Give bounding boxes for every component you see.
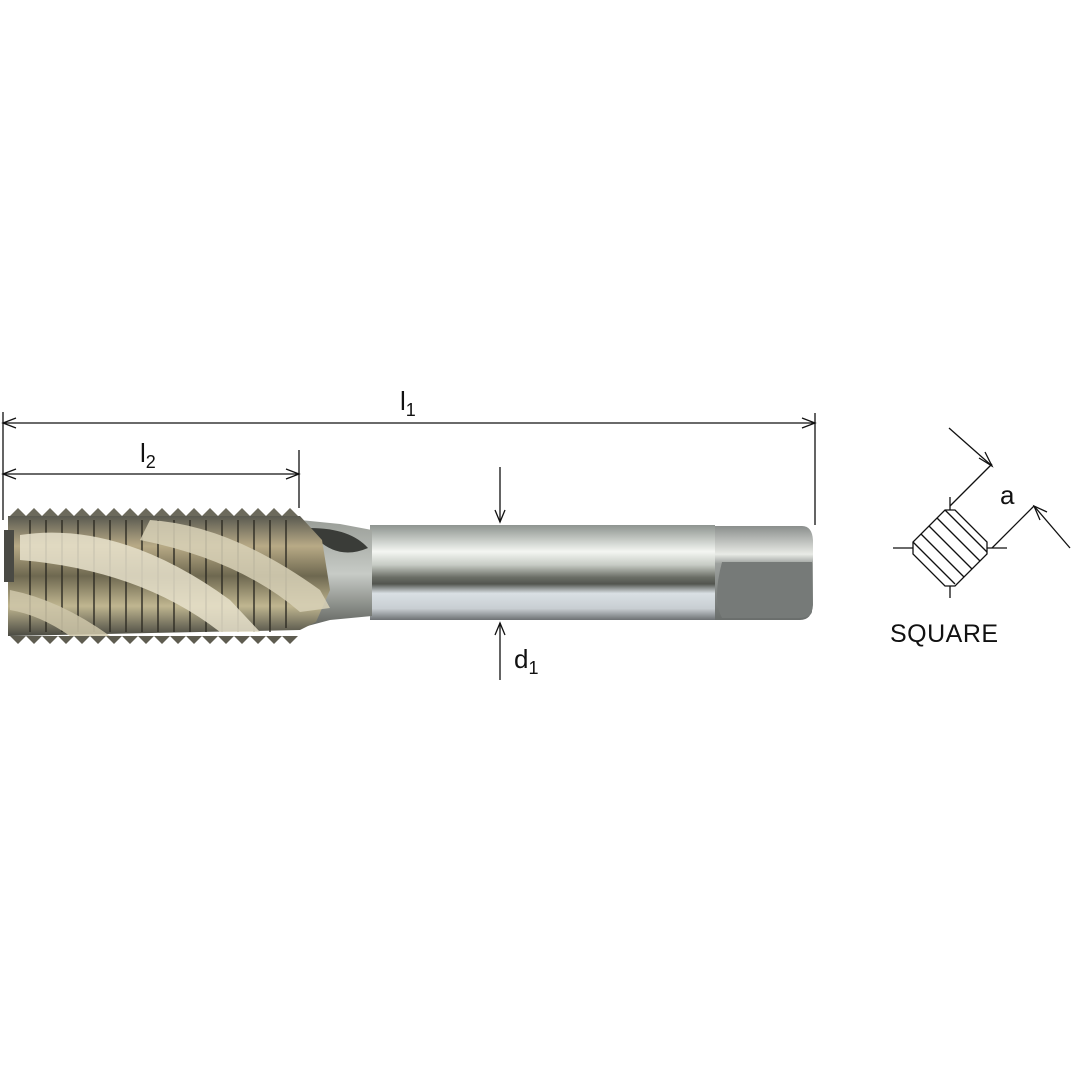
square-section bbox=[893, 427, 1071, 598]
dimension-lines bbox=[1, 412, 817, 680]
square-caption: SQUARE bbox=[890, 620, 999, 648]
dimension-label-a: a bbox=[1000, 480, 1015, 510]
dimension-label-l1: l1 bbox=[400, 386, 416, 420]
dimension-label-d1: d1 bbox=[514, 644, 539, 678]
tap-illustration bbox=[4, 508, 813, 644]
dimension-label-l2: l2 bbox=[140, 438, 156, 472]
